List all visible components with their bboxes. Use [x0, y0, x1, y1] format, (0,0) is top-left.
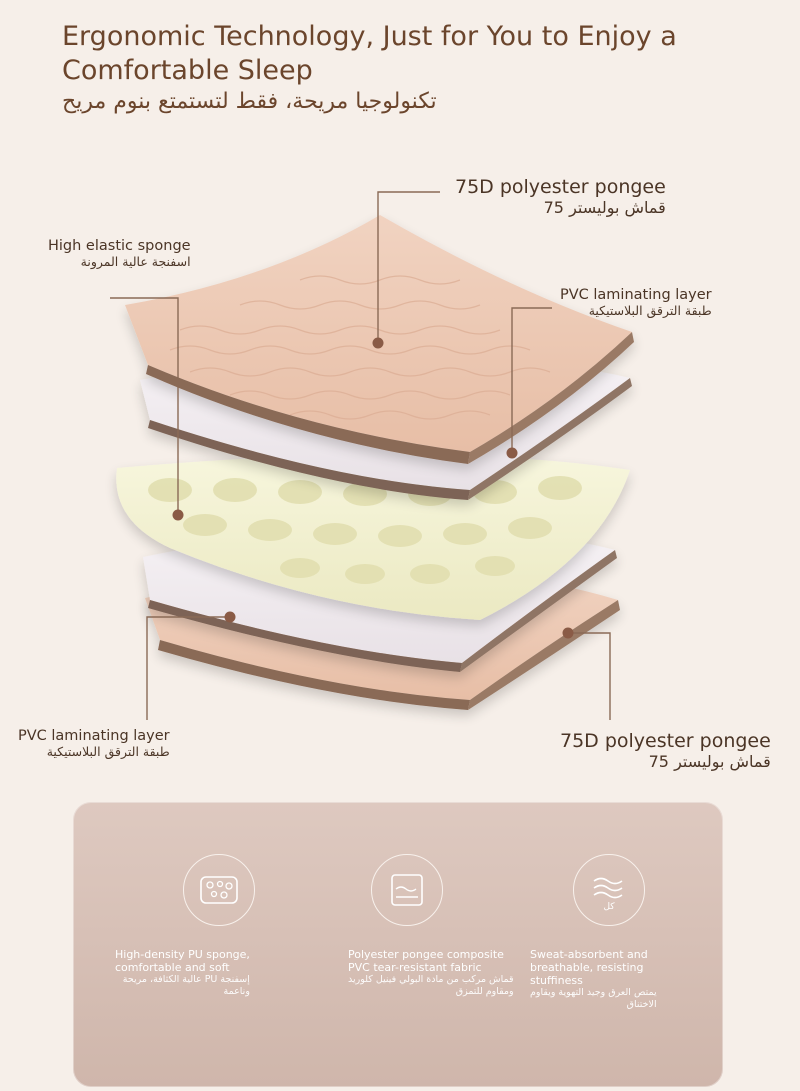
marker-pvc-bottom [224, 611, 236, 623]
page-title: Ergonomic Technology, Just for You to En… [62, 20, 782, 116]
feature-sponge: High-density PU sponge, comfortable and … [113, 802, 313, 1087]
label-pvc-top: PVC laminating layer طبقة الترقق البلاست… [560, 287, 712, 318]
marker-sponge [172, 509, 184, 521]
title-line-1: Ergonomic Technology, Just for You to En… [62, 21, 677, 52]
label-bottom-pongee: 75D polyester pongee قماش بوليستر 75 [560, 730, 771, 771]
wave-airflow-icon: كل [573, 854, 645, 926]
sponge-icon [183, 854, 255, 926]
marker-pvc-top [506, 447, 518, 459]
title-arabic: تكنولوجيا مريحة، فقط لتستمتع بنوم مريح [62, 89, 437, 114]
fabric-icon [371, 854, 443, 926]
feature-fabric: Polyester pongee composite PVC tear-resi… [343, 802, 543, 1087]
feature-breathable: كل Sweat-absorbent and breathable, resis… [528, 802, 728, 1087]
title-line-2: Comfortable Sleep [62, 55, 313, 86]
marker-top-pongee [372, 337, 384, 349]
label-pvc-bottom: PVC laminating layer طبقة الترقق البلاست… [18, 728, 170, 759]
label-top-pongee: 75D polyester pongee قماش بوليستر 75 [455, 176, 666, 217]
icon-arabic-text: كل [603, 902, 615, 912]
mattress-layers-illustration [110, 191, 634, 720]
features-card: High-density PU sponge, comfortable and … [73, 802, 723, 1087]
marker-bottom-pongee [562, 627, 574, 639]
leader-lines [110, 191, 611, 720]
label-sponge: High elastic sponge اسفنجة عالية المرونة [48, 238, 191, 269]
